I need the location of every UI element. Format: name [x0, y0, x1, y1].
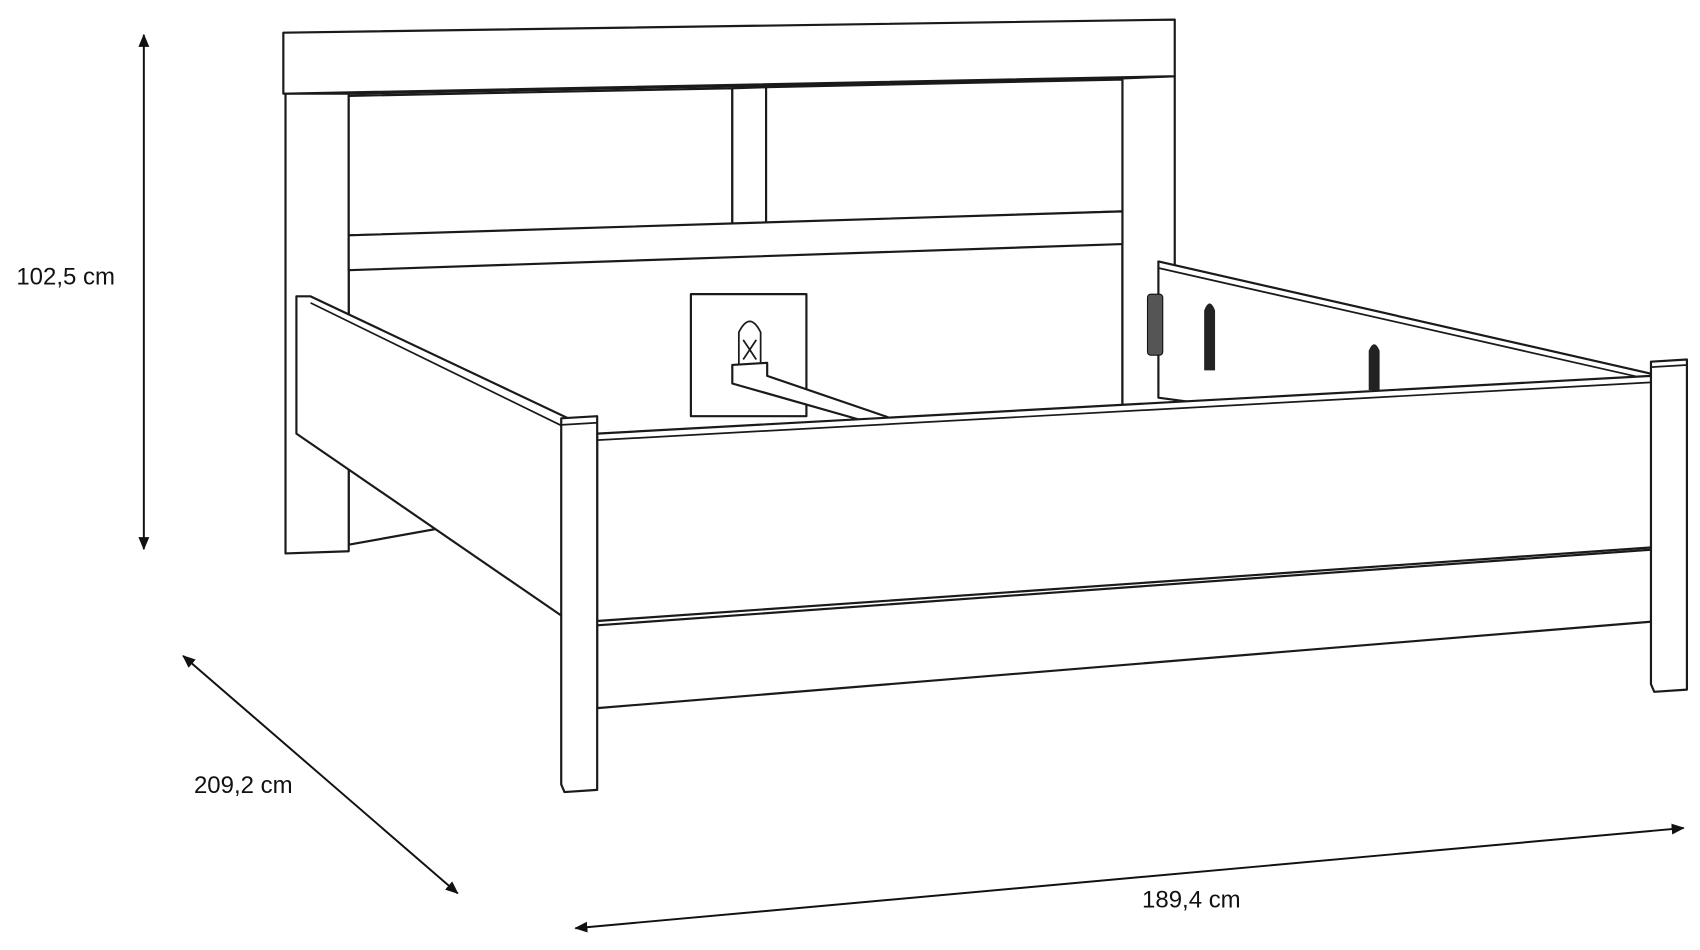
headboard-lower-rail — [347, 210, 1124, 272]
dimension-length: 209,2 cm — [182, 655, 459, 895]
dimension-width: 189,4 cm — [574, 823, 1685, 933]
headboard-top-rail — [282, 18, 1176, 95]
right-side-rail — [1146, 260, 1653, 405]
footboard — [560, 358, 1689, 794]
footboard-left-post — [560, 415, 599, 794]
slot-icon — [1204, 303, 1216, 371]
footboard-right-post — [1649, 358, 1689, 693]
bracket-hook-icon — [737, 320, 762, 366]
width-label: 189,4 cm — [1142, 887, 1241, 914]
dimension-height: 102,5 cm — [16, 33, 150, 551]
height-label: 102,5 cm — [16, 263, 115, 290]
support-bracket — [689, 293, 890, 423]
hinge-icon — [1146, 293, 1164, 356]
headboard-right-panel — [764, 78, 1124, 225]
headboard-center-stile — [731, 86, 768, 227]
length-label: 209,2 cm — [194, 772, 293, 799]
slot-icon — [1368, 344, 1380, 391]
headboard-left-panel — [347, 87, 734, 237]
